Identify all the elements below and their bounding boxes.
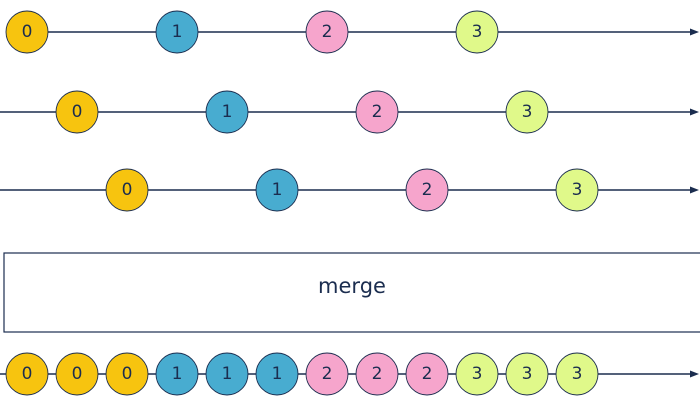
marble-0: 0 xyxy=(5,352,49,396)
marble-0: 0 xyxy=(55,352,99,396)
marble-circle xyxy=(555,352,599,396)
output-stream: 0 0 0 1 1 1 2 2 2 3 3 3 xyxy=(0,352,699,396)
marble-1: 1 xyxy=(255,352,299,396)
marble-0: 0 xyxy=(55,90,99,134)
marble-0: 0 xyxy=(5,10,49,54)
marble-circle xyxy=(355,352,399,396)
marble-circle xyxy=(55,352,99,396)
marble-label: 0 xyxy=(72,364,83,384)
marble-label: 1 xyxy=(222,102,233,122)
marble-3: 3 xyxy=(455,352,499,396)
marble-3: 3 xyxy=(505,90,549,134)
marble-1: 1 xyxy=(255,168,299,212)
marble-circle xyxy=(305,10,349,54)
marble-circle xyxy=(5,10,49,54)
input-stream-3: 0 1 2 3 xyxy=(0,168,699,212)
marble-1: 1 xyxy=(155,10,199,54)
marble-circle xyxy=(105,168,149,212)
marble-0: 0 xyxy=(105,352,149,396)
marble-circle xyxy=(105,352,149,396)
marble-3: 3 xyxy=(505,352,549,396)
marble-label: 2 xyxy=(372,364,383,384)
input-stream-1-arrow-icon xyxy=(690,28,699,36)
marble-circle xyxy=(5,352,49,396)
input-stream-2: 0 1 2 3 xyxy=(0,90,699,134)
input-stream-2-arrow-icon xyxy=(690,108,699,116)
marble-label: 0 xyxy=(122,180,133,200)
marble-circle xyxy=(505,352,549,396)
marble-1: 1 xyxy=(205,90,249,134)
marble-2: 2 xyxy=(405,352,449,396)
marble-label: 1 xyxy=(222,364,233,384)
marble-label: 2 xyxy=(422,364,433,384)
marble-label: 3 xyxy=(472,22,483,42)
marble-circle xyxy=(155,352,199,396)
marble-circle xyxy=(405,168,449,212)
marble-label: 3 xyxy=(522,364,533,384)
marble-circle xyxy=(455,10,499,54)
marble-label: 2 xyxy=(422,180,433,200)
marble-circle xyxy=(405,352,449,396)
marble-label: 2 xyxy=(322,364,333,384)
marble-label: 1 xyxy=(172,364,183,384)
marble-3: 3 xyxy=(555,168,599,212)
marble-circle xyxy=(155,10,199,54)
marble-1: 1 xyxy=(205,352,249,396)
marble-label: 0 xyxy=(122,364,133,384)
marble-circle xyxy=(205,90,249,134)
marble-2: 2 xyxy=(355,352,399,396)
marble-circle xyxy=(205,352,249,396)
marble-circle xyxy=(255,352,299,396)
operator-label: merge xyxy=(318,274,386,298)
marble-2: 2 xyxy=(305,352,349,396)
marble-circle xyxy=(555,168,599,212)
input-streams: 0 1 2 3 0 1 2 3 0 1 2 3 xyxy=(0,10,699,212)
marble-label: 3 xyxy=(472,364,483,384)
marble-circle xyxy=(55,90,99,134)
marble-1: 1 xyxy=(155,352,199,396)
marble-label: 3 xyxy=(572,180,583,200)
marble-2: 2 xyxy=(355,90,399,134)
marble-label: 0 xyxy=(22,364,33,384)
marble-circle xyxy=(305,352,349,396)
marble-label: 0 xyxy=(72,102,83,122)
marble-0: 0 xyxy=(105,168,149,212)
operator-box: merge xyxy=(3,252,700,333)
marble-circle xyxy=(505,90,549,134)
marble-label: 1 xyxy=(272,180,283,200)
input-stream-1: 0 1 2 3 xyxy=(5,10,699,54)
marble-label: 2 xyxy=(372,102,383,122)
marble-circle xyxy=(455,352,499,396)
marble-label: 1 xyxy=(172,22,183,42)
marble-label: 0 xyxy=(22,22,33,42)
marble-3: 3 xyxy=(455,10,499,54)
marble-label: 3 xyxy=(572,364,583,384)
marble-circle xyxy=(355,90,399,134)
marble-label: 2 xyxy=(322,22,333,42)
marble-circle xyxy=(255,168,299,212)
marble-label: 3 xyxy=(522,102,533,122)
operator-box-frame xyxy=(3,252,700,333)
marble-label: 1 xyxy=(272,364,283,384)
marble-2: 2 xyxy=(405,168,449,212)
marble-3: 3 xyxy=(555,352,599,396)
input-stream-3-arrow-icon xyxy=(690,186,699,194)
marble-2: 2 xyxy=(305,10,349,54)
output-stream-arrow-icon xyxy=(690,370,699,378)
